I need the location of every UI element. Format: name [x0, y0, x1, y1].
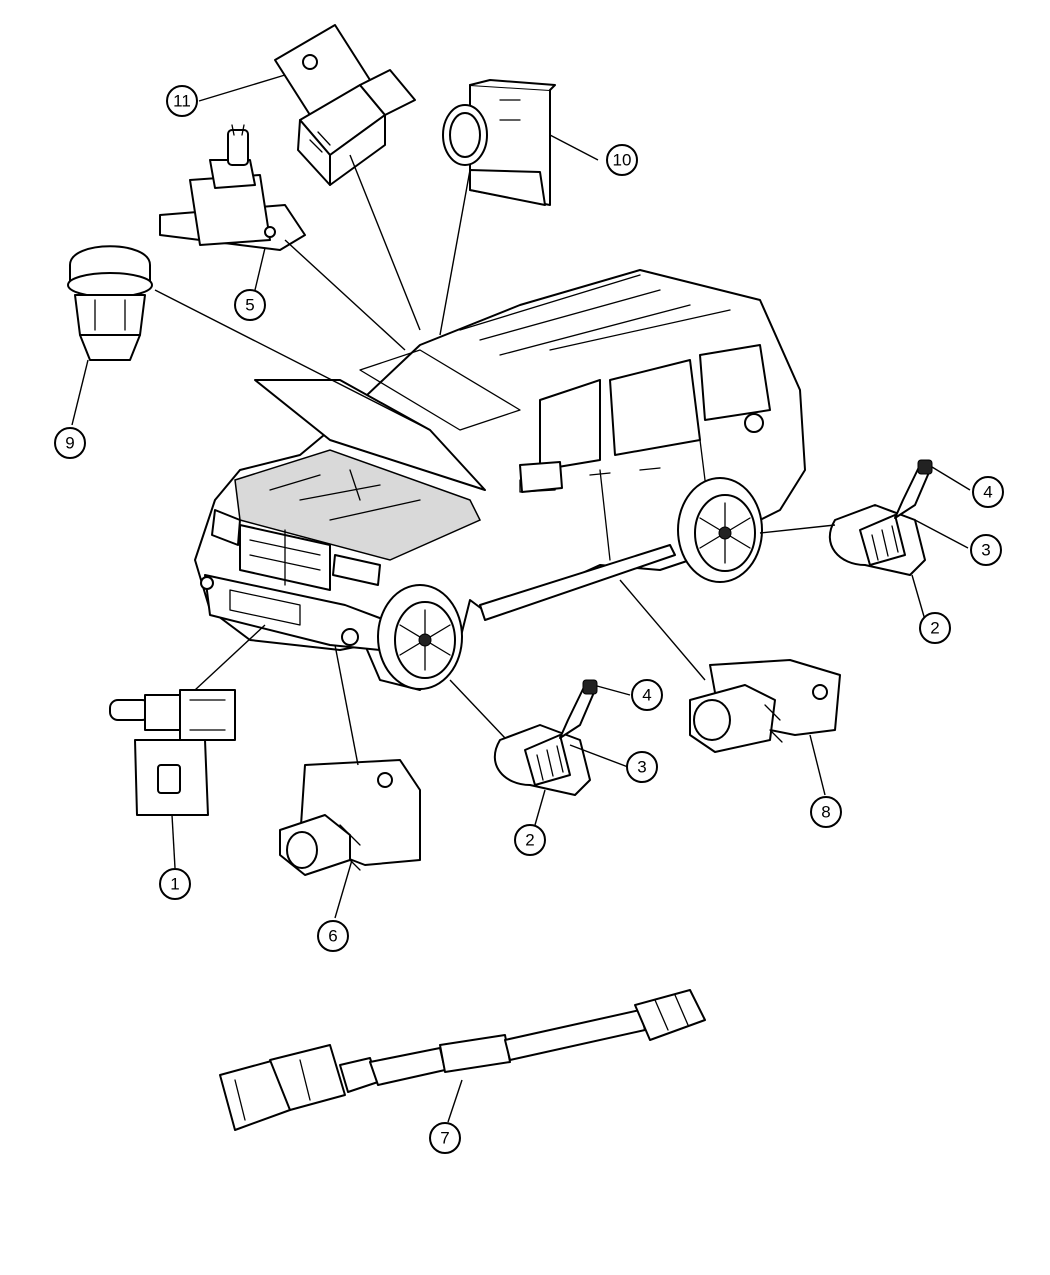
callout-9: 10 [606, 144, 638, 176]
callout-label: 2 [525, 831, 534, 850]
callout-10: 9 [54, 427, 86, 459]
callout-2-upper: 2 [919, 612, 951, 644]
part-tpms-sensor-a [828, 459, 933, 576]
callout-8: 8 [810, 796, 842, 828]
callout-7: 7 [429, 1122, 461, 1154]
callout-label: 3 [981, 541, 990, 560]
callout-label: 4 [983, 483, 992, 502]
callout-label: 9 [65, 434, 74, 453]
callout-label: 1 [170, 875, 179, 894]
vehicle-illustration [194, 269, 806, 691]
callout-label: 4 [642, 686, 651, 705]
part-impact-sensor [279, 759, 421, 876]
part-wiring-harness [219, 989, 706, 1131]
part-relay-module [274, 24, 416, 186]
part-sensor-bracket [159, 124, 306, 251]
part-dome-sensor [67, 245, 153, 361]
part-tpms-sensor-b [493, 679, 598, 796]
callout-3-upper: 3 [970, 534, 1002, 566]
callout-2-lower: 2 [514, 824, 546, 856]
callout-1: 1 [159, 868, 191, 900]
callout-11: 11 [166, 85, 198, 117]
part-sensor-plate [109, 689, 236, 816]
callout-4-upper: 4 [972, 476, 1004, 508]
part-connector-block [442, 79, 556, 206]
callout-label: 8 [821, 803, 830, 822]
callout-label: 10 [613, 151, 632, 170]
callout-4-lower: 4 [631, 679, 663, 711]
part-side-impact-sensor [689, 659, 841, 753]
callout-3-lower: 3 [626, 751, 658, 783]
callout-label: 2 [930, 619, 939, 638]
callout-6: 6 [317, 920, 349, 952]
callout-label: 5 [245, 296, 254, 315]
callout-label: 7 [440, 1129, 449, 1148]
callout-5: 5 [234, 289, 266, 321]
callout-label: 11 [173, 92, 191, 111]
leader-lines [71, 74, 971, 1123]
callout-label: 3 [637, 758, 646, 777]
callout-label: 6 [328, 927, 337, 946]
